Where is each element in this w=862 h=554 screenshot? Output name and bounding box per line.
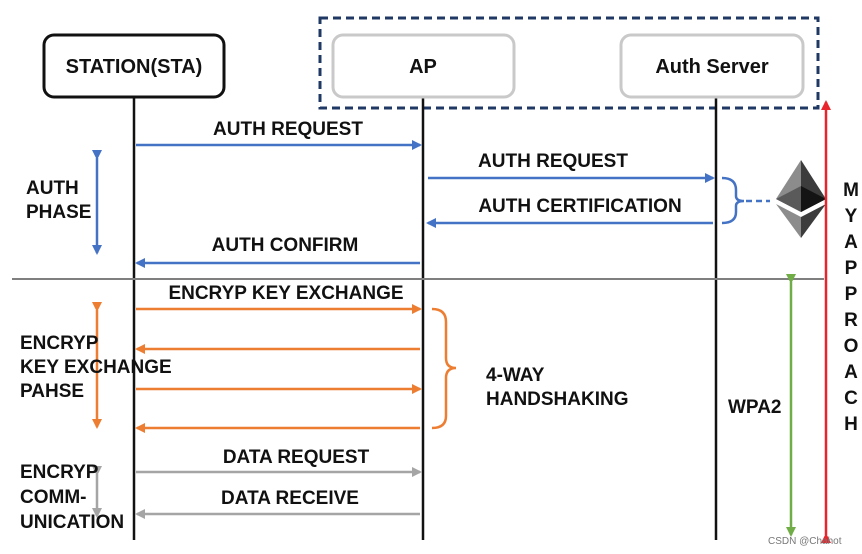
- server-side-group: [318, 16, 820, 110]
- my-approach-letter: A: [844, 232, 858, 253]
- my-approach-letter: O: [844, 336, 859, 357]
- data-request-label: DATA REQUEST: [223, 447, 370, 468]
- communication-phase-label-3: UNICATION: [20, 512, 124, 533]
- auth-phase-label-2: PHASE: [26, 202, 91, 223]
- my-approach-letter: H: [844, 414, 858, 435]
- my-approach-letter: P: [845, 284, 858, 305]
- four-way-label-2: HANDSHAKING: [486, 389, 629, 410]
- auth-confirm-label: AUTH CONFIRM: [212, 235, 359, 256]
- my-approach-letter: M: [843, 180, 859, 201]
- encryp-key-exchange-label: ENCRYP KEY EXCHANGE: [168, 283, 403, 304]
- my-approach-letter: P: [845, 258, 858, 279]
- my-approach-letter: C: [844, 388, 858, 409]
- my-approach-letter: A: [844, 362, 858, 383]
- station-label: STATION(STA): [66, 56, 203, 78]
- key-exchange-phase-label-3: PAHSE: [20, 381, 84, 402]
- four-way-brace: [431, 307, 457, 430]
- my-approach-letter: Y: [845, 206, 858, 227]
- four-way-label-1: 4-WAY: [486, 365, 545, 386]
- auth-request-ap-as-label: AUTH REQUEST: [478, 151, 628, 172]
- auth-phase-label-1: AUTH: [26, 178, 79, 199]
- auth-server-box: Auth Server: [619, 33, 805, 99]
- my-approach-label: M Y A P P R O A C H: [843, 180, 859, 435]
- communication-phase-label-2: COMM-: [20, 487, 86, 508]
- auth-brace: [721, 176, 745, 225]
- ap-box: AP: [331, 33, 516, 99]
- auth-server-label: Auth Server: [655, 56, 769, 78]
- watermark: CSDN @Chahot: [768, 536, 842, 547]
- ap-label: AP: [409, 56, 437, 78]
- auth-certification-label: AUTH CERTIFICATION: [478, 196, 681, 217]
- key-exchange-phase-label-2: KEY EXCHANGE: [20, 357, 172, 378]
- station-box: STATION(STA): [42, 33, 226, 99]
- wpa2-label: WPA2: [728, 397, 781, 418]
- key-exchange-phase-label-1: ENCRYP: [20, 333, 99, 354]
- auth-request-sta-ap-label: AUTH REQUEST: [213, 119, 363, 140]
- my-approach-letter: R: [844, 310, 858, 331]
- data-receive-label: DATA RECEIVE: [221, 488, 359, 509]
- communication-phase-label-1: ENCRYP: [20, 462, 99, 483]
- ethereum-logo-icon: [776, 160, 826, 238]
